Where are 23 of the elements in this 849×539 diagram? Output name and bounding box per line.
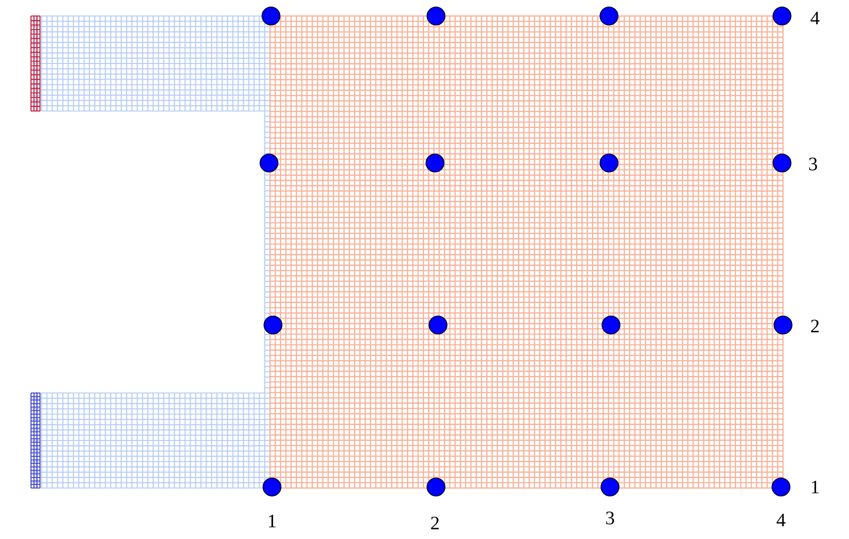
dot [260,154,278,172]
dot [426,478,446,496]
dot [264,316,282,334]
dot [774,316,792,334]
dot [602,316,620,334]
column-number: 1 [268,514,276,528]
row-number: 2 [811,320,819,332]
column-number: 4 [776,514,786,526]
column-number: 2 [431,516,439,530]
row-number: 1 [812,480,819,494]
row-number: 3 [809,158,817,170]
row-number: 4 [810,12,820,24]
dot [772,478,790,496]
dot [262,6,280,26]
dot [600,154,618,172]
dot [428,316,448,334]
dot [772,154,792,172]
dot [426,154,444,172]
dot [262,478,282,496]
dot [600,6,618,26]
dot [426,6,446,26]
dot [772,6,792,26]
dot [600,478,620,496]
